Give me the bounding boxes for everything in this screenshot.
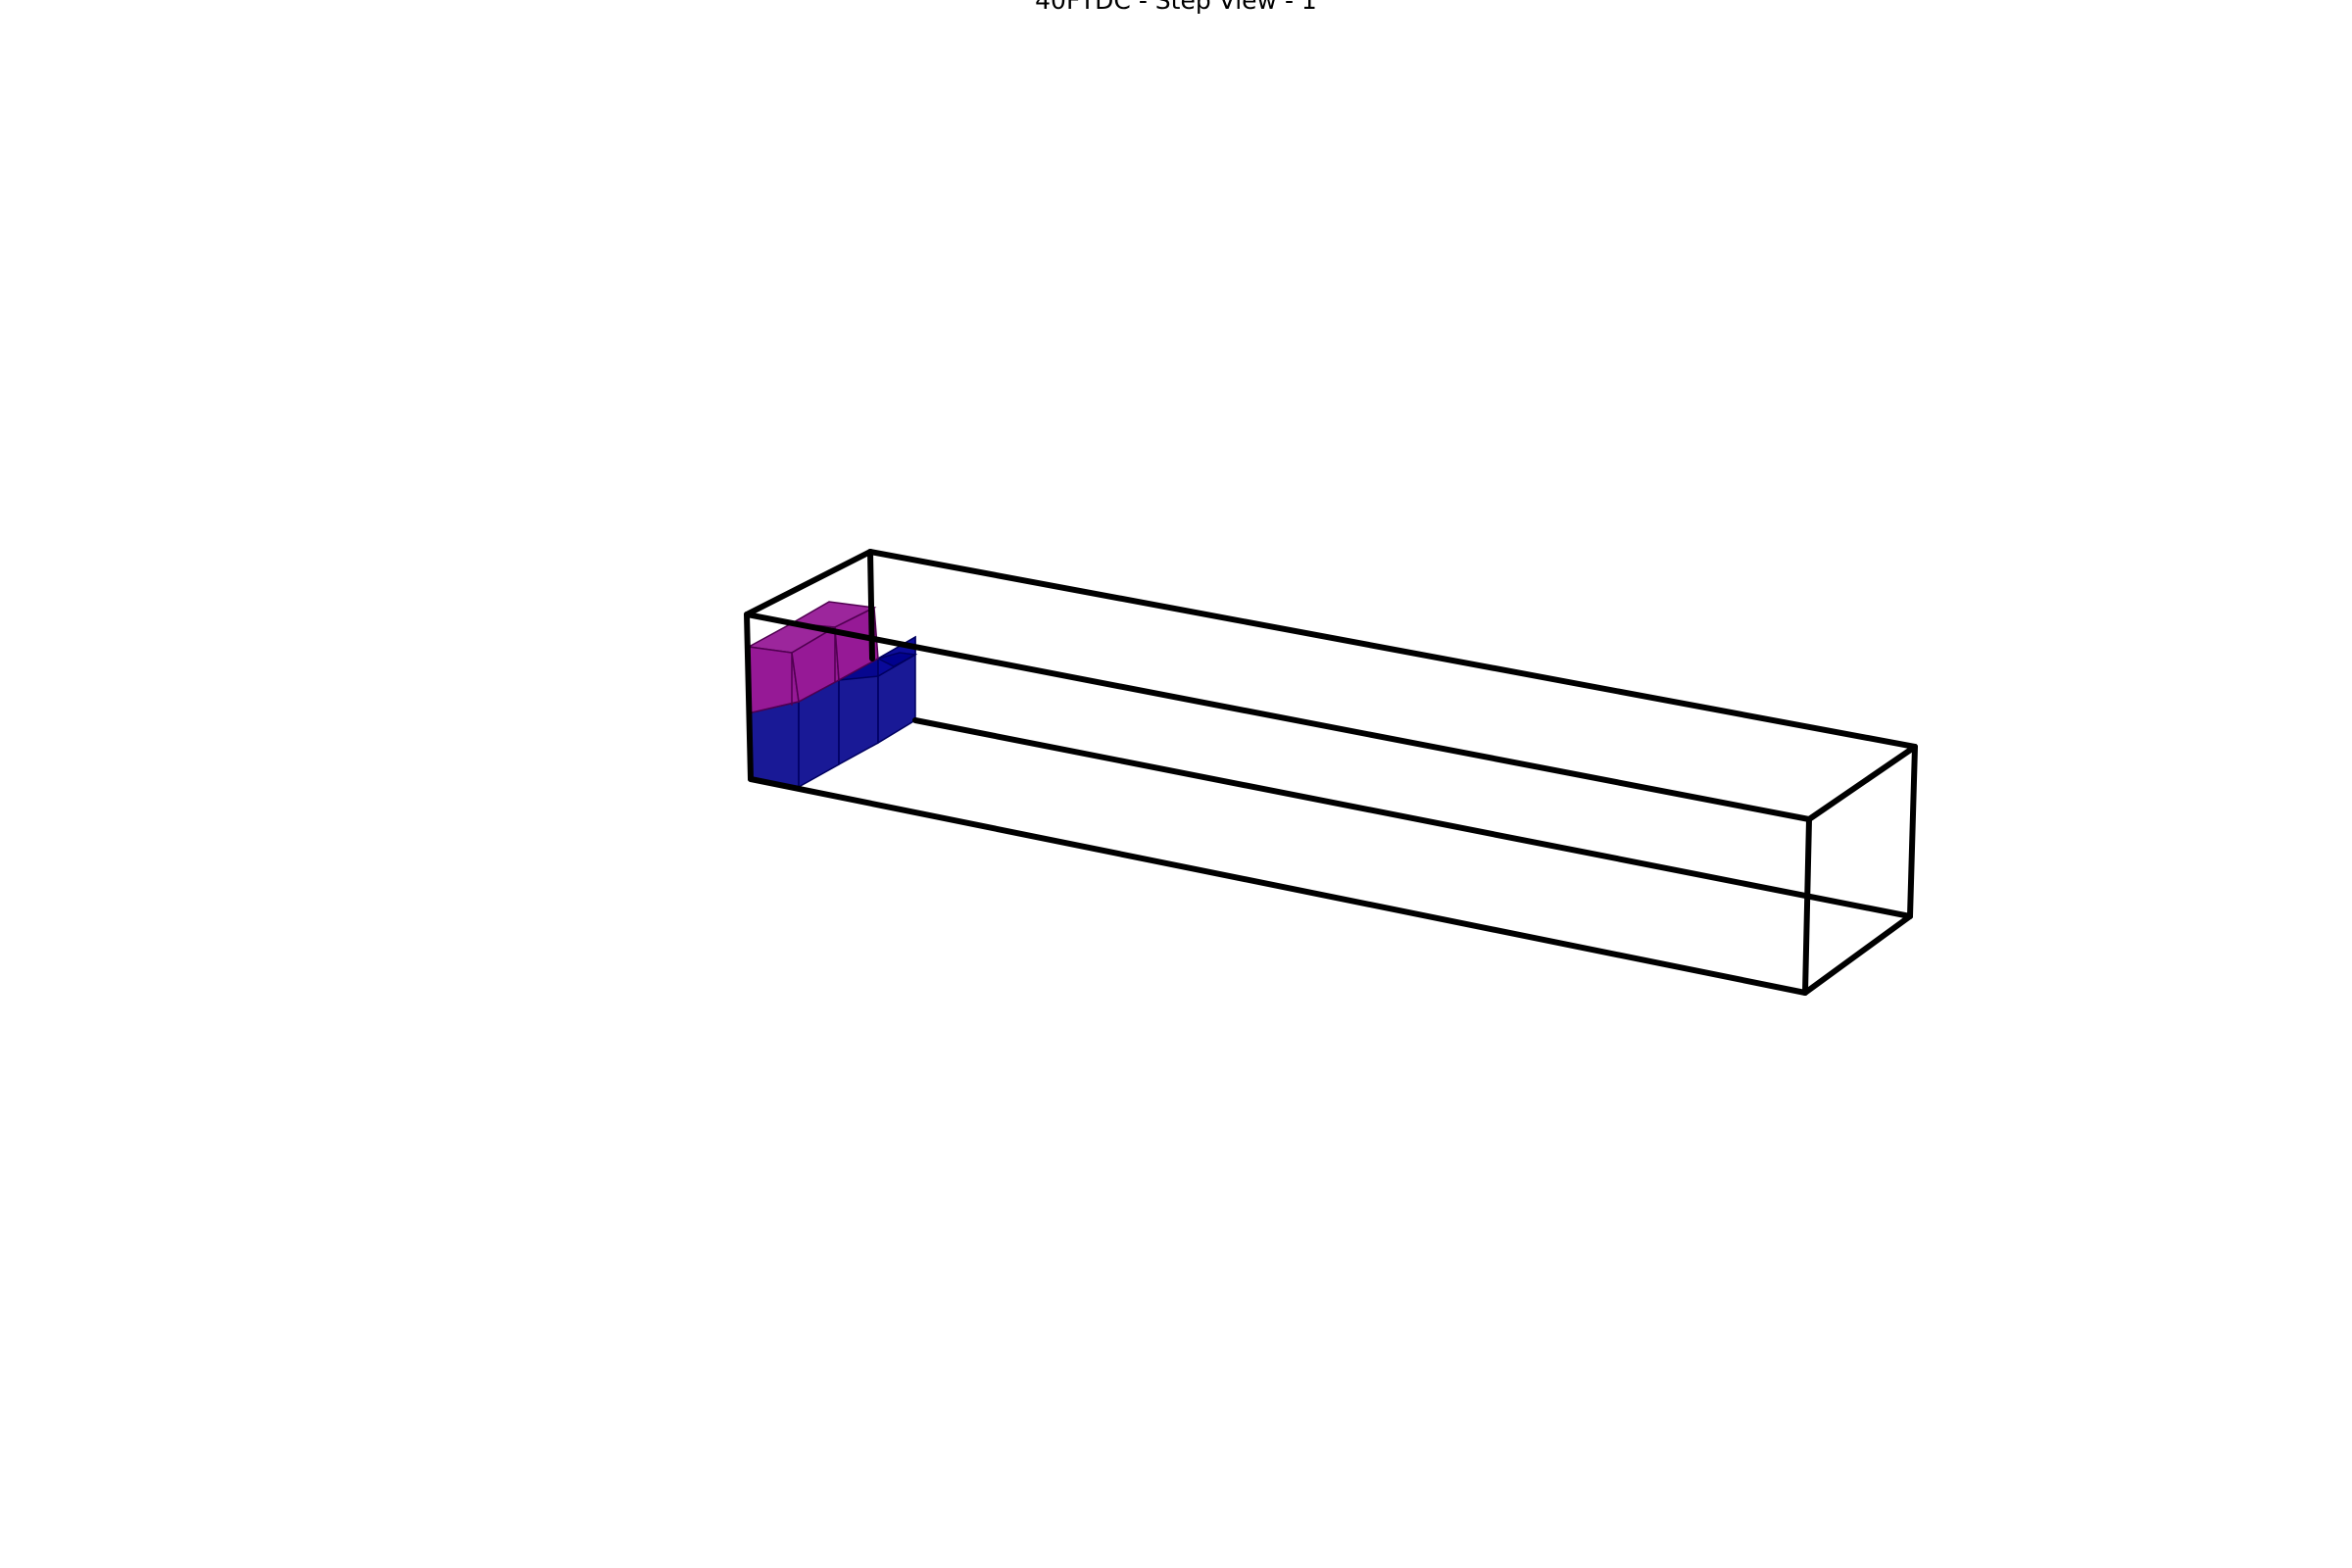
frame-edge bbox=[1802, 913, 1913, 996]
frame-edge bbox=[1907, 744, 1918, 919]
frame-edge bbox=[867, 549, 1918, 750]
frame-edge bbox=[912, 717, 1913, 919]
frame-edge bbox=[744, 612, 1812, 822]
box-upper-front-3 bbox=[834, 606, 879, 682]
upper-layer-boxes bbox=[746, 601, 879, 714]
page-title: 40FTDC - Step View - 1 bbox=[1035, 0, 1317, 15]
box-upper-front-1 bbox=[747, 646, 800, 714]
box-lower-right bbox=[875, 652, 918, 667]
frame-edge bbox=[1802, 816, 1812, 996]
frame-edge bbox=[1806, 744, 1918, 822]
box-lower-front bbox=[747, 701, 800, 788]
frame-edge bbox=[744, 612, 754, 782]
frame-edge bbox=[744, 549, 873, 617]
frame-edge bbox=[867, 549, 875, 662]
frame-edge bbox=[748, 776, 1808, 996]
container-frame bbox=[744, 549, 1918, 996]
lower-layer-boxes bbox=[747, 635, 918, 789]
